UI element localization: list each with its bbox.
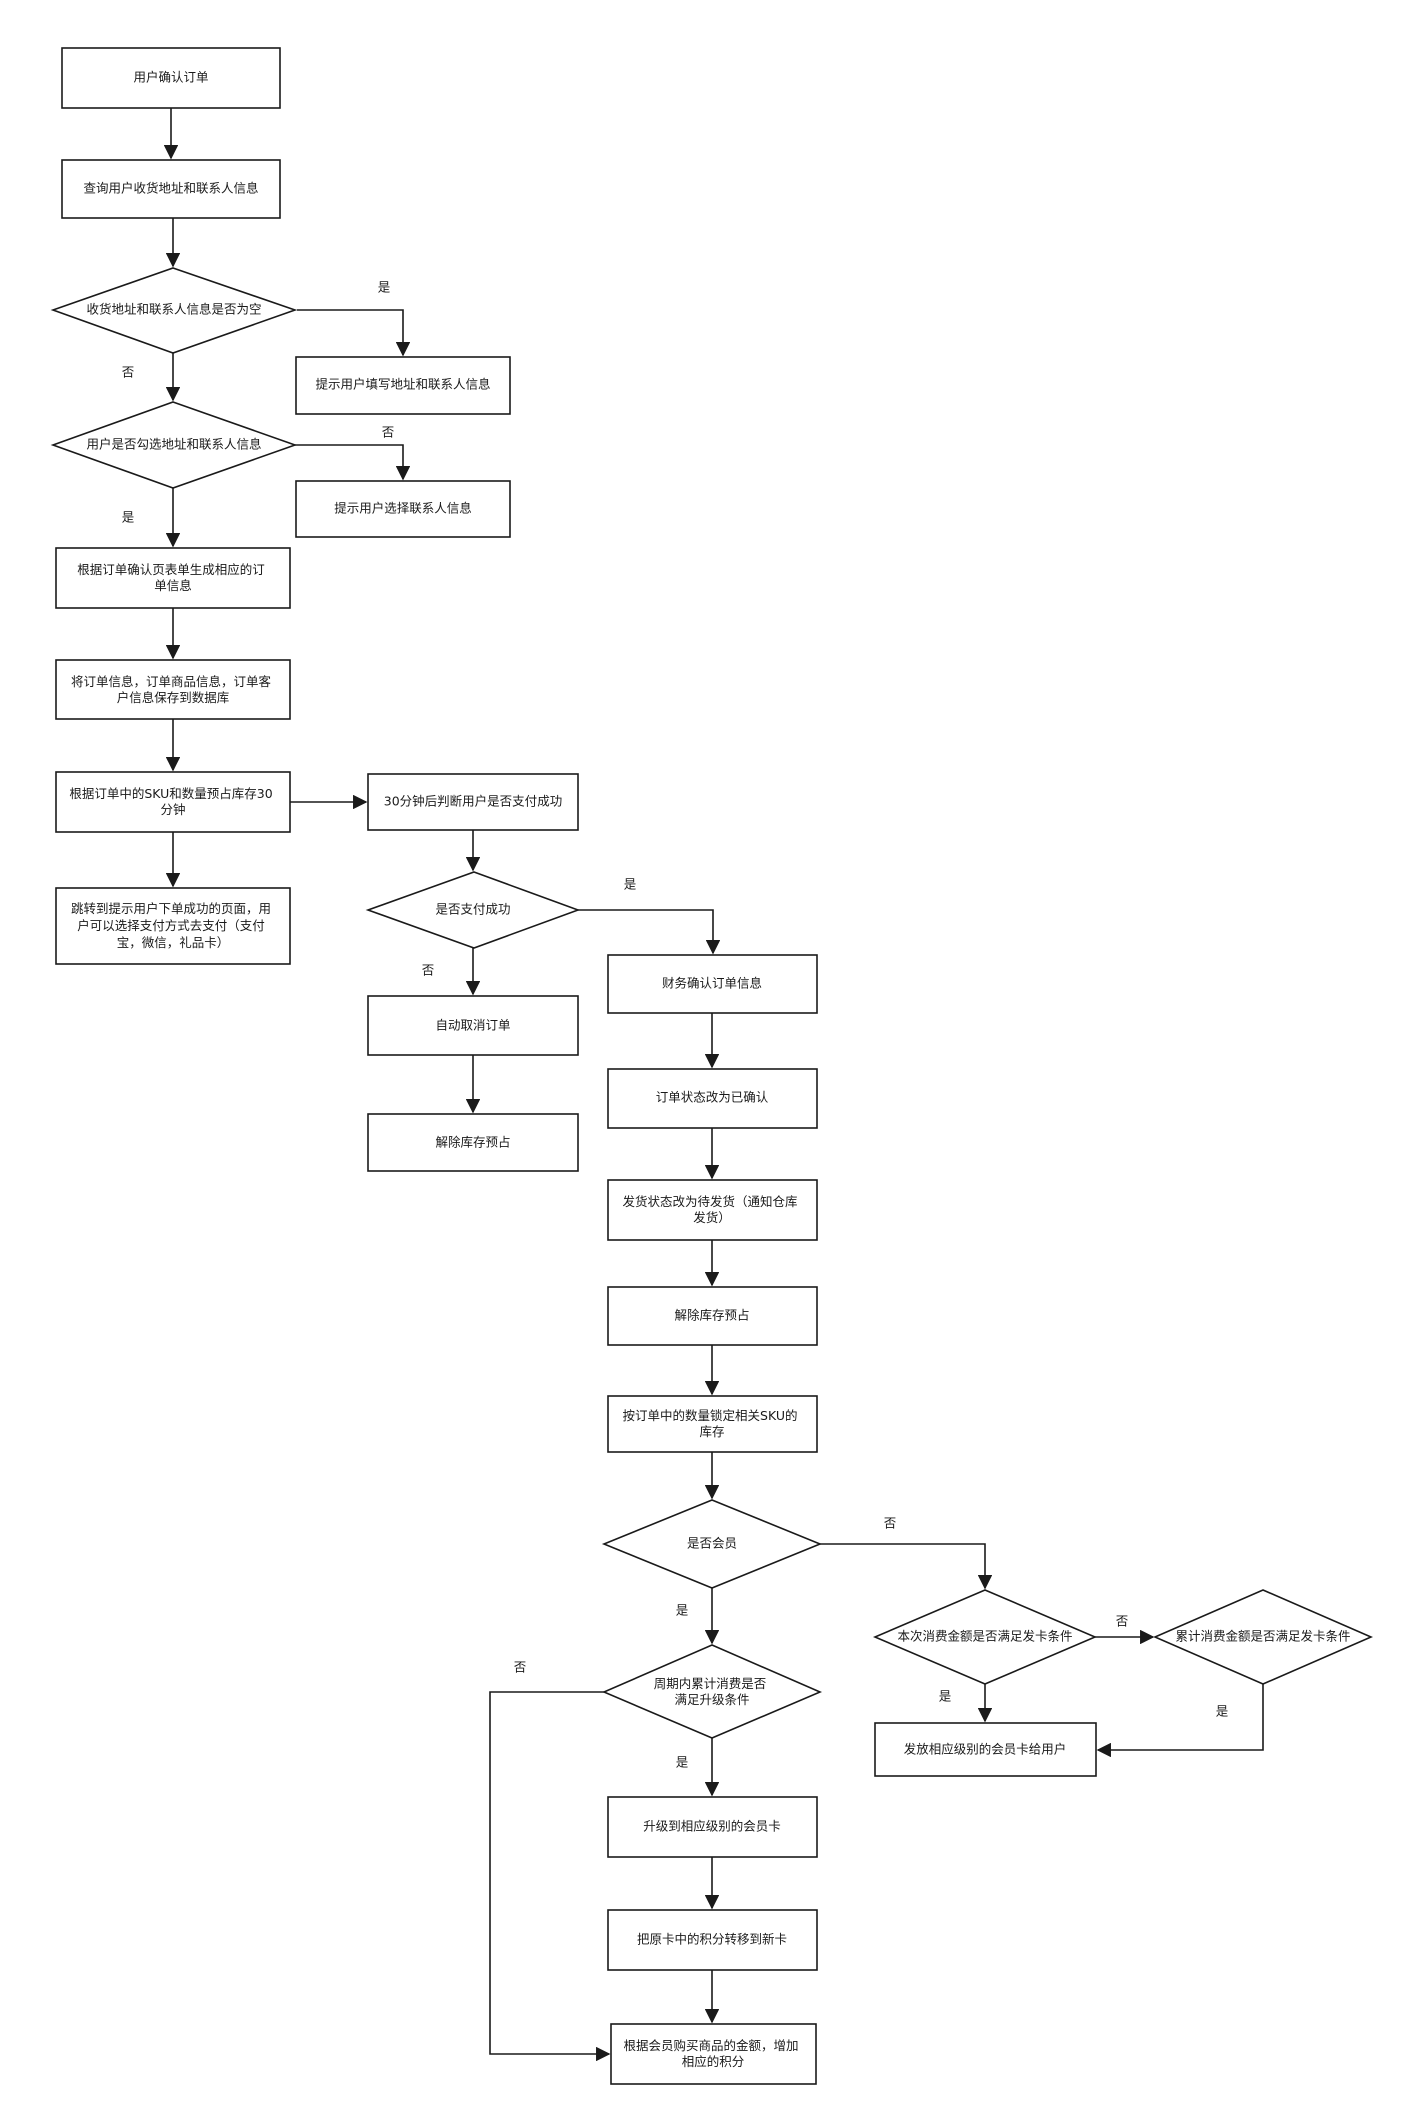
label-address-selected: 用户是否勾选地址和联系人信息: [86, 437, 261, 452]
label-generate-order-line1: 根据订单确认页表单生成相应的订: [77, 562, 265, 577]
label-generate-order: 根据订单确认页表单生成相应的订 单信息: [77, 562, 269, 593]
node-issue-card: [874, 1722, 1097, 1777]
edge-label-d4-yes: 是: [676, 1603, 689, 1618]
label-reserve-stock-line1: 根据订单中的SKU和数量预占库存30: [69, 786, 272, 801]
node-release-stock-1: [367, 1113, 579, 1172]
label-reserve-stock: 根据订单中的SKU和数量预占库存30 分钟: [69, 786, 276, 817]
node-order-confirmed: [607, 1068, 818, 1129]
label-pending-shipment: 发货状态改为待发货（通知仓库 发货）: [623, 1194, 802, 1225]
edge-label-d2-yes: 是: [122, 510, 135, 525]
edge-label-d1-no: 否: [122, 365, 135, 380]
label-auto-cancel: 自动取消订单: [435, 1018, 510, 1033]
node-generate-order: [55, 547, 291, 609]
label-is-member: 是否会员: [687, 1536, 737, 1551]
label-pending-shipment-line2: 发货）: [693, 1210, 731, 1225]
edge-label-d3-no: 否: [422, 963, 435, 978]
label-release-stock-2: 解除库存预占: [674, 1308, 749, 1323]
node-pending-shipment: [607, 1179, 818, 1241]
label-transfer-points: 把原卡中的积分转移到新卡: [637, 1932, 787, 1947]
node-prompt-select-contact: [295, 480, 511, 538]
label-check-payment: 30分钟后判断用户是否支付成功: [384, 794, 562, 809]
node-lock-stock: [607, 1395, 818, 1453]
label-finance-confirm: 财务确认订单信息: [662, 976, 762, 991]
label-save-order-line2: 户信息保存到数据库: [117, 690, 230, 705]
label-add-points-line2: 相应的积分: [682, 2054, 745, 2069]
edge-d7-yes: [1096, 1684, 1264, 1758]
node-transfer-points: [607, 1909, 818, 1971]
label-upgrade-line1: 周期内累计消费是否: [654, 1676, 767, 1691]
label-lock-stock-line1: 按订单中的数量锁定相关SKU的: [623, 1408, 798, 1423]
label-order-success-line2: 户可以选择支付方式去支付（支付: [77, 918, 265, 933]
edge-label-d4-no: 否: [884, 1516, 897, 1531]
label-pending-shipment-line1: 发货状态改为待发货（通知仓库: [623, 1194, 798, 1209]
label-paid: 是否支付成功: [435, 902, 510, 917]
label-order-success-line3: 宝，微信，礼品卡）: [117, 935, 230, 950]
node-check-payment: [367, 773, 579, 831]
label-save-order: 将订单信息，订单商品信息，订单客 户信息保存到数据库: [71, 674, 275, 705]
edge-d3-yes: [578, 909, 721, 955]
edge-label-d3-yes: 是: [624, 877, 637, 892]
label-save-order-line1: 将订单信息，订单商品信息，订单客: [71, 674, 272, 689]
edge-label-d7-yes: 是: [1216, 1704, 1229, 1719]
label-prompt-fill-address: 提示用户填写地址和联系人信息: [315, 377, 490, 392]
label-order-success-page: 跳转到提示用户下单成功的页面，用 户可以选择支付方式去支付（支付 宝，微信，礼品…: [71, 901, 275, 950]
node-query-address: [61, 159, 281, 219]
label-upgrade-line2: 满足升级条件: [674, 1692, 749, 1707]
label-add-points-line1: 根据会员购买商品的金额，增加: [624, 2038, 799, 2053]
node-auto-cancel: [367, 995, 579, 1056]
node-prompt-fill-address: [295, 356, 511, 415]
label-release-stock-1: 解除库存预占: [435, 1135, 510, 1150]
node-confirm-order: [61, 47, 281, 109]
label-issue-card: 发放相应级别的会员卡给用户: [904, 1742, 1067, 1757]
edge-d5-no: [489, 1691, 611, 2062]
edge-label-d6-yes: 是: [939, 1689, 952, 1704]
node-order-success-page: [55, 887, 291, 965]
label-lock-stock: 按订单中的数量锁定相关SKU的 库存: [623, 1408, 802, 1439]
label-upgrade-card: 升级到相应级别的会员卡: [643, 1819, 781, 1834]
label-upgrade: 周期内累计消费是否 满足升级条件: [654, 1676, 771, 1707]
node-add-points: [610, 2023, 817, 2085]
edge-label-d5-no: 否: [514, 1660, 527, 1675]
node-release-stock-2: [607, 1286, 818, 1346]
label-query-address: 查询用户收货地址和联系人信息: [83, 181, 258, 196]
label-add-points: 根据会员购买商品的金额，增加 相应的积分: [624, 2038, 803, 2069]
label-cumulative-purchase: 累计消费金额是否满足发卡条件: [1175, 1629, 1350, 1644]
label-prompt-select-contact: 提示用户选择联系人信息: [334, 501, 472, 516]
edge-d2-no: [295, 444, 411, 481]
edge-label-d5-yes: 是: [676, 1755, 689, 1770]
label-order-success-line1: 跳转到提示用户下单成功的页面，用: [71, 901, 271, 916]
label-lock-stock-line2: 库存: [699, 1424, 724, 1439]
label-single-purchase: 本次消费金额是否满足发卡条件: [897, 1629, 1072, 1644]
edge-d1-yes: [297, 309, 411, 357]
node-save-order: [55, 659, 291, 720]
node-finance-confirm: [607, 954, 818, 1014]
edge-d4-no: [820, 1543, 993, 1590]
decision-paid: [365, 871, 581, 949]
label-confirm-order: 用户确认订单: [133, 70, 208, 85]
edge-label-d6-no: 否: [1116, 1614, 1129, 1629]
label-address-empty: 收货地址和联系人信息是否为空: [86, 302, 261, 317]
edge-label-d2-no: 否: [382, 425, 395, 440]
label-reserve-stock-line2: 分钟: [160, 802, 185, 817]
label-order-confirmed: 订单状态改为已确认: [656, 1090, 769, 1105]
label-generate-order-line2: 单信息: [154, 578, 192, 593]
edge-label-d1-yes: 是: [378, 280, 391, 295]
